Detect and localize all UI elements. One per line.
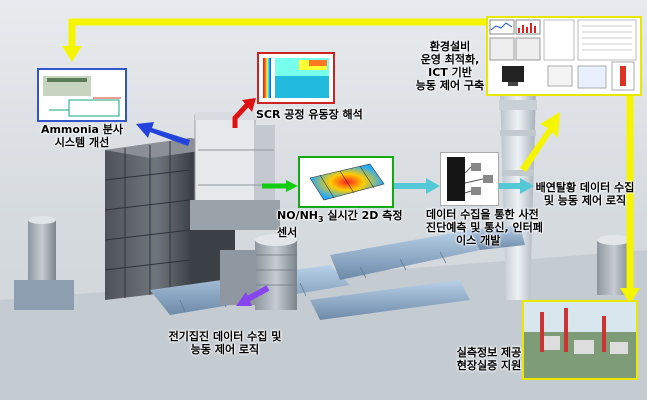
esp-label-line1: 전기집진 데이터 수집 및: [168, 330, 282, 343]
nox-label-main: NO/NH: [277, 209, 318, 222]
info-label: 실측정보 제공 현장실증 지원: [446, 346, 532, 372]
ammonia-panel-graphic: [43, 76, 121, 117]
info-label-line2: 현장실증 지원: [456, 359, 522, 372]
fgd-label-line2: 및 능동 제어 로직: [543, 194, 627, 207]
esp-label-line2: 능동 제어 로직: [190, 343, 260, 356]
scr-reactor: [190, 112, 280, 230]
site-photo-panel: [522, 300, 638, 380]
nox-label-rest: 실시간 2D 측정: [323, 209, 403, 222]
nox-label-line1: NO/NH3 실시간 2D 측정: [277, 209, 402, 226]
eco-label-line3: ICT 기반: [428, 66, 472, 79]
nox-label-sub: 3: [318, 215, 324, 225]
server-panel: [440, 152, 499, 206]
scr-label-text: SCR 공정 유동장 해석: [256, 108, 363, 121]
data-label: 데이터 수집을 통한 사전 진단예측 및 통신, 인터페 이스 개발: [426, 208, 543, 247]
silo-left: [14, 216, 74, 310]
monitoring-panel: [486, 16, 642, 96]
nox-sensor-graphic: [309, 163, 385, 201]
ammonia-panel: [37, 68, 127, 122]
flow-arrows: [62, 18, 640, 306]
eco-label-line4: 능동 제어 구축: [415, 79, 485, 92]
ammonia-label-line2: 시스템 개선: [54, 136, 110, 149]
nox-label: NO/NH3 실시간 2D 측정 센서: [277, 209, 402, 239]
scr-label: SCR 공정 유동장 해석: [256, 108, 363, 121]
eco-label-line2: 운영 최적화,: [420, 53, 480, 66]
server-graphic: [447, 157, 493, 201]
main-stack: [499, 90, 537, 300]
nox-label-line2: 센서: [277, 226, 298, 240]
fgd-label: 배연탈황 데이터 수집 및 능동 제어 로직: [530, 181, 640, 207]
ammonia-label-line1: Ammonia 분사: [40, 123, 124, 136]
scr-flow-graphic: [263, 58, 329, 98]
eco-label: 환경설비 운영 최적화, ICT 기반 능동 제어 구축: [404, 40, 496, 92]
fgd-label-line1: 배연탈황 데이터 수집: [535, 181, 635, 194]
site-photo-graphic: [524, 302, 636, 378]
ammonia-label: Ammonia 분사 시스템 개선: [34, 123, 130, 149]
scr-flow-panel: [257, 52, 335, 104]
nox-sensor-panel: [298, 156, 394, 208]
data-label-line3: 이스 개발: [456, 234, 501, 247]
eco-label-line1: 환경설비: [429, 40, 471, 53]
data-label-line1: 데이터 수집을 통한 사전: [426, 208, 539, 221]
esp-label: 전기집진 데이터 수집 및 능동 제어 로직: [150, 330, 300, 356]
monitoring-graphic: [489, 19, 637, 91]
info-label-line1: 실측정보 제공: [456, 346, 522, 359]
data-label-line2: 진단예측 및 통신, 인터페: [426, 221, 543, 234]
fgd-tank: [597, 235, 631, 295]
